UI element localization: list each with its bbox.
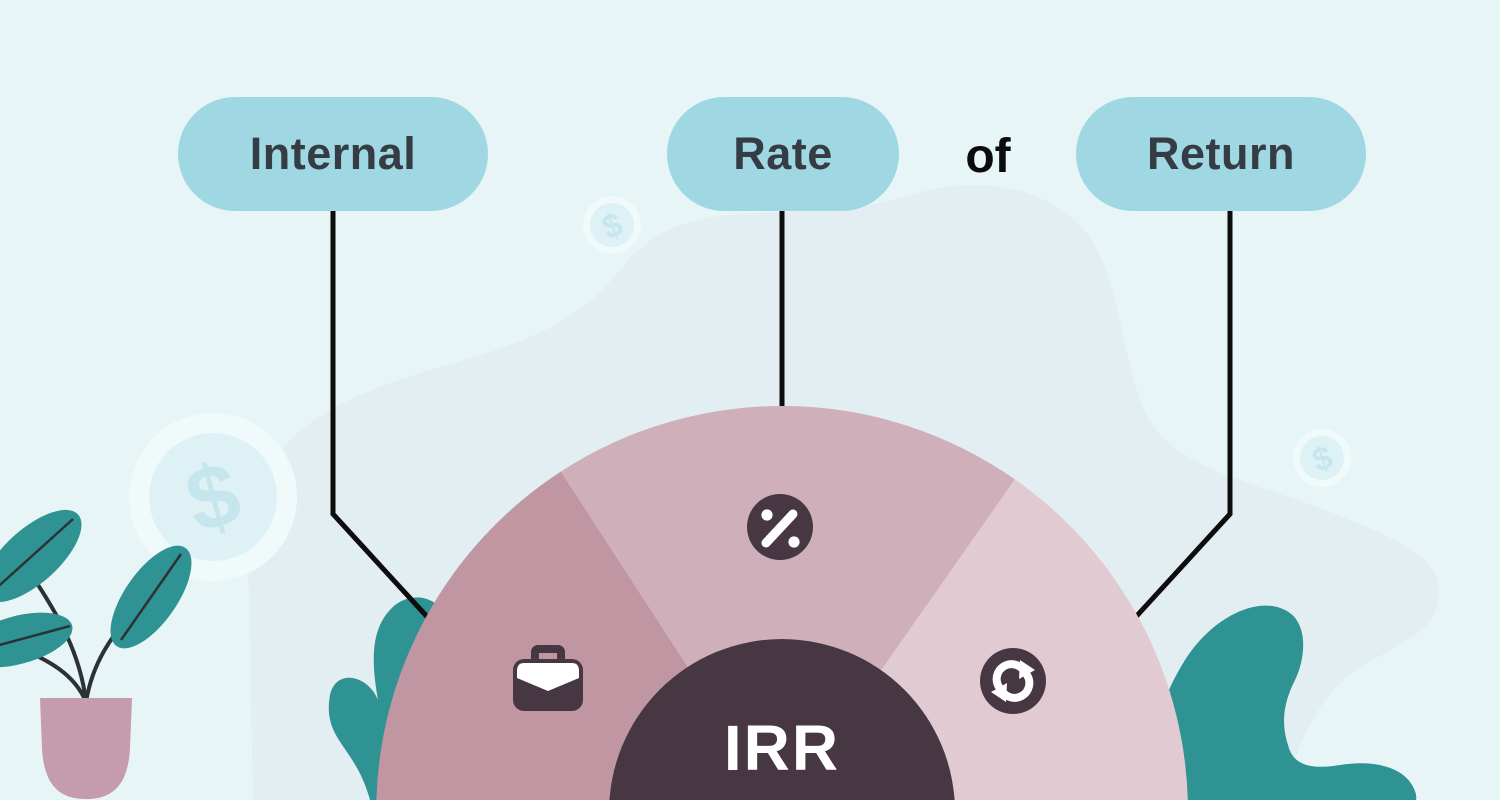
plant-leaf [0,612,73,668]
plant-decoration [0,509,192,799]
coin-face [1300,436,1344,480]
coin-face [590,203,634,247]
segment-return [881,479,1188,800]
connector-word: of [965,129,1011,183]
dollar-coin-icon: $ [129,413,297,581]
coin-face [149,433,277,561]
dollar-coin-icon: $ [1293,429,1351,487]
term-pill-internal: Internal [178,97,488,211]
plant-pot [40,698,132,799]
term-label-rate: Rate [733,128,833,179]
connector-line-return [1131,210,1233,622]
gauge-center-circle [609,639,955,800]
plant-leaf [0,509,82,603]
gauge-center-label: IRR [724,712,840,784]
refresh-icon [980,648,1046,714]
term-pill-return: Return [1076,97,1366,211]
teal-blob-right [1140,605,1417,800]
term-label-internal: Internal [249,128,417,179]
term-label-return: Return [1147,128,1295,179]
percent-icon [747,494,813,560]
briefcase-icon [513,645,583,711]
dollar-coin-icon: $ [583,196,641,254]
connector-line-internal [330,210,433,623]
term-pill-rate: Rate [667,97,899,211]
segment-internal [376,471,688,800]
plant-leaf [110,545,192,649]
